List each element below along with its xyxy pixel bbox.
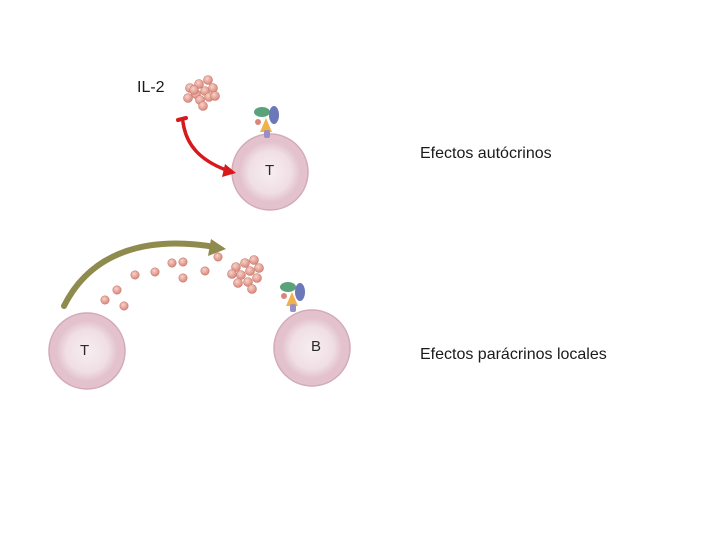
autocrine-effects-label: Efectos autócrinos <box>420 145 552 162</box>
il2-molecule <box>245 266 255 276</box>
il2-molecule <box>130 270 140 280</box>
b-cell-label: B <box>311 338 322 355</box>
paracrine-arrow <box>61 239 226 309</box>
il2-molecule <box>240 258 250 268</box>
il2-molecule <box>183 93 193 103</box>
paracrine-t-label: T <box>80 342 90 359</box>
il2-molecule <box>200 266 210 276</box>
autocrine-t-cell <box>231 133 309 211</box>
il2-molecule <box>252 273 262 283</box>
paracrine-t-cell <box>48 312 126 390</box>
il2-cluster <box>183 75 220 111</box>
paracrine-effects-label: Efectos parácrinos locales <box>420 346 607 363</box>
il2-label: IL-2 <box>137 79 165 96</box>
il2-molecule <box>189 85 199 95</box>
il2-molecule <box>249 255 259 265</box>
il2-molecule <box>150 267 160 277</box>
il2-molecule <box>167 258 177 268</box>
il2-molecule <box>236 270 246 280</box>
il2-molecule <box>119 301 129 311</box>
il2-molecule <box>247 284 257 294</box>
il2-molecule <box>227 269 237 279</box>
il2-molecule <box>213 252 223 262</box>
autocrine-arrow <box>176 116 236 177</box>
b-cell-receptor-icon <box>280 282 305 312</box>
il2-molecule <box>198 101 208 111</box>
il2-molecule <box>203 75 213 85</box>
il2-molecule <box>112 285 122 295</box>
il2-secreted-dots <box>100 252 223 311</box>
il2-molecule <box>178 257 188 267</box>
il2-cluster-paracrine <box>227 255 264 294</box>
il2-molecule <box>233 278 243 288</box>
il2-molecule <box>254 263 264 273</box>
autocrine-t-label: T <box>265 162 275 179</box>
il2-molecule <box>100 295 110 305</box>
il2-molecule <box>210 91 220 101</box>
b-cell <box>273 309 351 387</box>
il2-receptor-icon <box>254 106 279 138</box>
il2-molecule <box>178 273 188 283</box>
il2-molecule <box>208 83 218 93</box>
